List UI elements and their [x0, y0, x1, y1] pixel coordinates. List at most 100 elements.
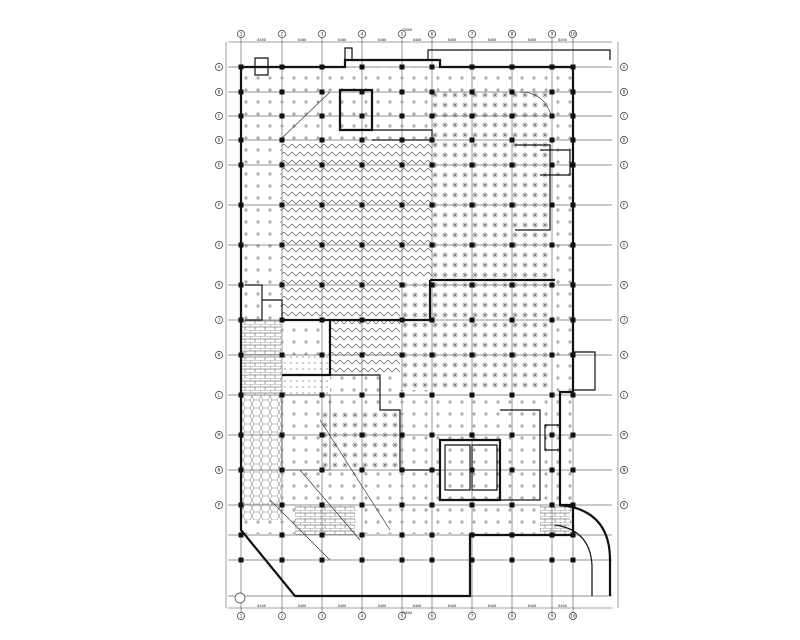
column [319, 557, 325, 563]
grid-bubble-label: N [218, 468, 221, 474]
dimension-text-top: 8400 [413, 38, 421, 42]
grid-bubble-label: B [218, 90, 221, 96]
column [570, 557, 576, 563]
dimension-text-bottom: 8400 [257, 604, 265, 608]
column [549, 557, 555, 563]
column [429, 352, 435, 358]
grid-bubble-label: 9 [551, 614, 554, 620]
column [359, 137, 365, 143]
grid-bubble [398, 612, 406, 620]
column [469, 317, 475, 323]
column [399, 202, 405, 208]
grid-bubble [215, 501, 223, 509]
column [399, 113, 405, 119]
grid-bubble-label: K [218, 353, 221, 359]
grid-bubble-label: J [218, 318, 221, 324]
column [359, 202, 365, 208]
column [549, 242, 555, 248]
grid-bubble [508, 612, 516, 620]
column [509, 392, 515, 398]
column [429, 89, 435, 95]
grid-bubble-label: 9 [551, 32, 554, 38]
ramp-outer [559, 503, 612, 596]
column [399, 282, 405, 288]
grid-bubble-label: A [623, 65, 626, 71]
column [429, 242, 435, 248]
grid-bubble-label: 1 [240, 32, 243, 38]
column [359, 352, 365, 358]
column [469, 282, 475, 288]
grid-bubble [620, 316, 628, 324]
grid-bubble [620, 391, 628, 399]
column [509, 467, 515, 473]
column [509, 282, 515, 288]
grid-bubble [508, 30, 516, 38]
column [399, 89, 405, 95]
grid-bubble-label: 1 [240, 614, 243, 620]
column [549, 137, 555, 143]
column [509, 557, 515, 563]
column [549, 202, 555, 208]
column [399, 432, 405, 438]
column [359, 64, 365, 70]
grid-bubble [318, 612, 326, 620]
column [279, 352, 285, 358]
column [570, 432, 576, 438]
grid-bubble-label: M [623, 433, 626, 439]
grid-bubble [468, 612, 476, 620]
dimension-lines: 8400840084008400840084008400840084008400… [257, 28, 566, 615]
grid-bubble [398, 30, 406, 38]
column [279, 502, 285, 508]
grid-bubble-label: P [623, 503, 626, 509]
column [399, 352, 405, 358]
grid-bubble [237, 30, 245, 38]
column [359, 242, 365, 248]
column [509, 113, 515, 119]
column [549, 432, 555, 438]
grid-bubble-label: C [623, 114, 626, 120]
grid-bubble-label: G [218, 243, 221, 249]
grid-bubble [620, 241, 628, 249]
grid-bubble [548, 612, 556, 620]
grid-bubble-label: 5 [401, 32, 404, 38]
column [279, 162, 285, 168]
column [570, 392, 576, 398]
column [429, 113, 435, 119]
grid-bubble-label: P [218, 503, 221, 509]
column [279, 113, 285, 119]
grid-bubble [215, 466, 223, 474]
dimension-text-top: 8400 [558, 38, 566, 42]
grid-bubble [548, 30, 556, 38]
grid-bubble [620, 112, 628, 120]
column [319, 352, 325, 358]
column [549, 352, 555, 358]
column [359, 467, 365, 473]
grid-bubble-label: B [623, 90, 626, 96]
grid-bubble [620, 501, 628, 509]
walls [239, 47, 612, 598]
column [238, 532, 244, 538]
column [319, 242, 325, 248]
grid-bubble-label: J [623, 318, 626, 324]
grid-bubble-label: 2 [281, 32, 284, 38]
column [399, 557, 405, 563]
grid-bubble [620, 201, 628, 209]
column [509, 317, 515, 323]
column [429, 502, 435, 508]
grid-bubble-label: 2 [281, 614, 284, 620]
dimension-text-top: 8400 [448, 38, 456, 42]
column [319, 282, 325, 288]
grid-bubble [318, 30, 326, 38]
column [509, 242, 515, 248]
grid-bubble [358, 30, 366, 38]
column [429, 162, 435, 168]
grid-bubble-label: A [218, 65, 221, 71]
dimension-text-bottom: 8400 [413, 604, 421, 608]
overall-dimension-top: 75600 [402, 28, 413, 32]
grid-bubble [358, 612, 366, 620]
overall-dimension-bottom: 75600 [402, 611, 413, 615]
grid-bubble [215, 431, 223, 439]
column [549, 162, 555, 168]
dimension-text-bottom: 8400 [378, 604, 386, 608]
grid-bubble [215, 88, 223, 96]
